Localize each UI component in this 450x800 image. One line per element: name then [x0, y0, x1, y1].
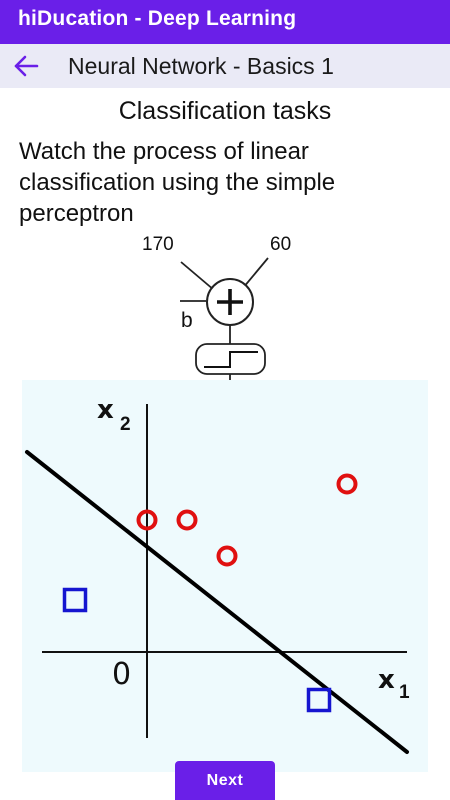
next-button[interactable]: Next [175, 761, 275, 800]
data-point-circle [216, 545, 238, 567]
decision-boundary [25, 450, 409, 754]
lesson-title: Neural Network - Basics 1 [68, 53, 334, 79]
x-axis-label: x [378, 665, 395, 695]
weight-1-label: 170 [142, 234, 174, 255]
app-title: hiDucation - Deep Learning [18, 7, 297, 30]
input-line-2 [242, 257, 269, 289]
app-bar: hiDucation - Deep Learning [0, 0, 450, 44]
data-point-square [306, 687, 332, 713]
bias-label: b [181, 309, 193, 332]
arrow-left-icon [14, 55, 39, 77]
data-point-square [62, 587, 88, 613]
y-axis-label-sub: 2 [120, 414, 131, 435]
y-axis-label: x [97, 395, 114, 425]
data-point-circle [176, 509, 198, 531]
input-line-1 [180, 261, 215, 291]
back-button[interactable] [6, 48, 46, 84]
section-description: Watch the process of linear classificati… [19, 138, 336, 227]
x-axis-label-sub: 1 [399, 682, 410, 703]
data-point-circle [136, 509, 158, 531]
section-heading: Classification tasks [118, 97, 332, 125]
step-curve [204, 351, 258, 368]
origin-label: 0 [112, 657, 131, 692]
data-point-circle [336, 473, 358, 495]
weight-2-label: 60 [270, 234, 291, 255]
lesson-toolbar: Neural Network - Basics 1 [0, 44, 450, 88]
perceptron-diagram: 170 60 b [142, 234, 291, 383]
